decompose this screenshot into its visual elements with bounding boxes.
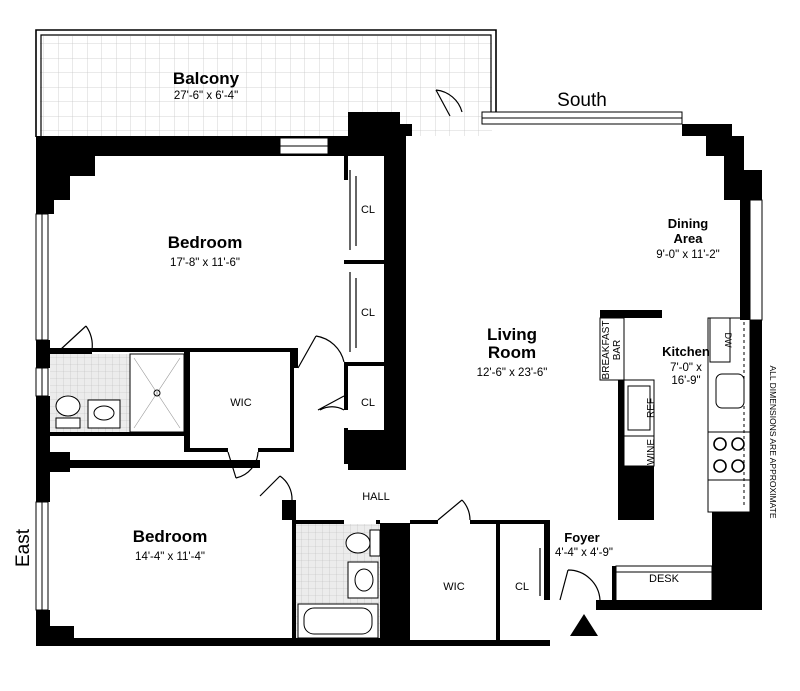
kitchen-dims-1: 7'-0" x — [670, 362, 702, 374]
closet-doors — [349, 170, 357, 352]
dining-area-name-2: Area — [674, 231, 704, 246]
breakfast-bar-label-2: BAR — [612, 340, 623, 361]
balcony-dims: 27'-6" x 6'-4" — [174, 90, 238, 102]
compass-south: South — [557, 90, 607, 111]
dining-area-dims: 9'-0" x 11'-2" — [656, 249, 719, 261]
bedroom-1-name: Bedroom — [168, 233, 243, 252]
bathroom-1 — [50, 353, 185, 433]
foyer-name: Foyer — [564, 530, 599, 545]
desk-label: DESK — [649, 573, 680, 585]
dw-label: DW — [723, 333, 733, 348]
living-room-dims: 12'-6" x 23'-6" — [477, 367, 548, 379]
compass-east: East — [13, 528, 34, 567]
closet-label-4: CL — [515, 581, 529, 593]
kitchen-fixtures — [599, 317, 751, 607]
kitchen-dims-2: 16'-9" — [671, 375, 700, 387]
bedroom-2-dims: 14'-4" x 11'-4" — [135, 551, 205, 563]
breakfast-bar-label-1: BREAKFAST — [601, 321, 612, 380]
bedroom-2-name: Bedroom — [133, 527, 208, 546]
interior-walls — [50, 152, 616, 640]
approx-note: ALL DIMENSIONS ARE APPROXIMATE — [768, 365, 778, 518]
hall-label: HALL — [362, 491, 390, 503]
closet-label-1: CL — [361, 204, 375, 216]
windows — [35, 111, 763, 611]
wic-label-2: WIC — [443, 581, 464, 593]
wic-label-1: WIC — [230, 397, 251, 409]
bathroom-2 — [296, 524, 381, 639]
bedroom-1-dims: 17'-8" x 11'-6" — [170, 257, 240, 269]
living-room-name-1: Living — [487, 325, 537, 344]
dining-area-name-1: Dining — [668, 216, 708, 231]
labels: Balcony 27'-6" x 6'-4" South East Bedroo… — [13, 69, 778, 593]
balcony-name: Balcony — [173, 69, 240, 88]
wine-label: WINE — [646, 439, 657, 465]
closet-label-3: CL — [361, 397, 375, 409]
kitchen-name: Kitchen — [662, 344, 710, 359]
living-room-name-2: Room — [488, 343, 536, 362]
balcony — [35, 29, 497, 137]
foyer-dims: 4'-4" x 4'-9" — [555, 547, 613, 559]
closet-label-2: CL — [361, 307, 375, 319]
ref-label: REF — [646, 398, 657, 418]
entry-arrow — [570, 614, 598, 636]
